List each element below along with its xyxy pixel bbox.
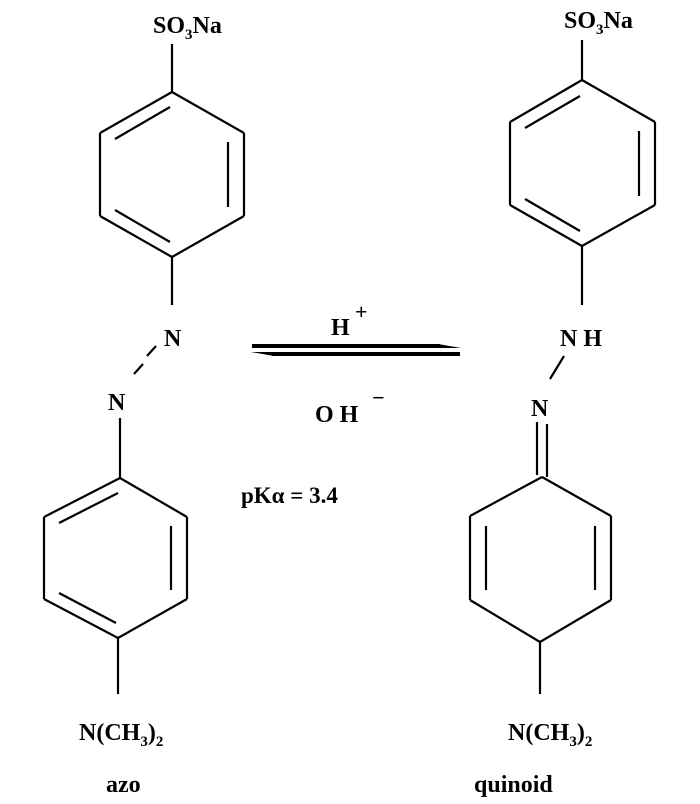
forward-arrow-shaft (252, 344, 440, 348)
quinoid-molecule (468, 40, 657, 694)
reverse-arrow-shaft (272, 352, 460, 356)
equilibrium-arrows (251, 344, 461, 356)
quinoid-n-label: N (531, 396, 549, 422)
quinoid-top-benzene-ring (508, 79, 657, 247)
azo-top-benzene-ring (98, 91, 246, 258)
azo-n-lower-label: N (108, 390, 126, 416)
azo-name-label: azo (106, 772, 141, 798)
azo-sulfonate-label: SO3Na (153, 13, 222, 43)
azo-dimethylamino-label: N(CH3)2 (79, 720, 163, 750)
quinoid-imine-double-bond (535, 422, 549, 477)
forward-charge-label: + (355, 299, 368, 324)
quinoid-nh-label: N H (560, 326, 602, 352)
quinoid-dimethylamino-label: N(CH3)2 (508, 720, 592, 750)
reverse-charge-label: − (372, 385, 385, 410)
reverse-arrow-head (251, 352, 274, 356)
quinoid-nh-n-bond (549, 355, 565, 380)
pka-label: pKα = 3.4 (241, 483, 338, 508)
forward-arrow-head (438, 344, 461, 348)
quinoid-name-label: quinoid (474, 772, 553, 798)
reverse-reagent-label: O H (315, 402, 359, 428)
forward-reagent-label: H (331, 315, 350, 341)
quinoid-ring (468, 476, 613, 643)
quinoid-sulfonate-label: SO3Na (564, 8, 633, 38)
azo-n-upper-label: N (164, 326, 182, 352)
azo-molecule (42, 44, 246, 694)
azo-bottom-benzene-ring (42, 477, 189, 639)
azo-double-bond (133, 345, 157, 375)
